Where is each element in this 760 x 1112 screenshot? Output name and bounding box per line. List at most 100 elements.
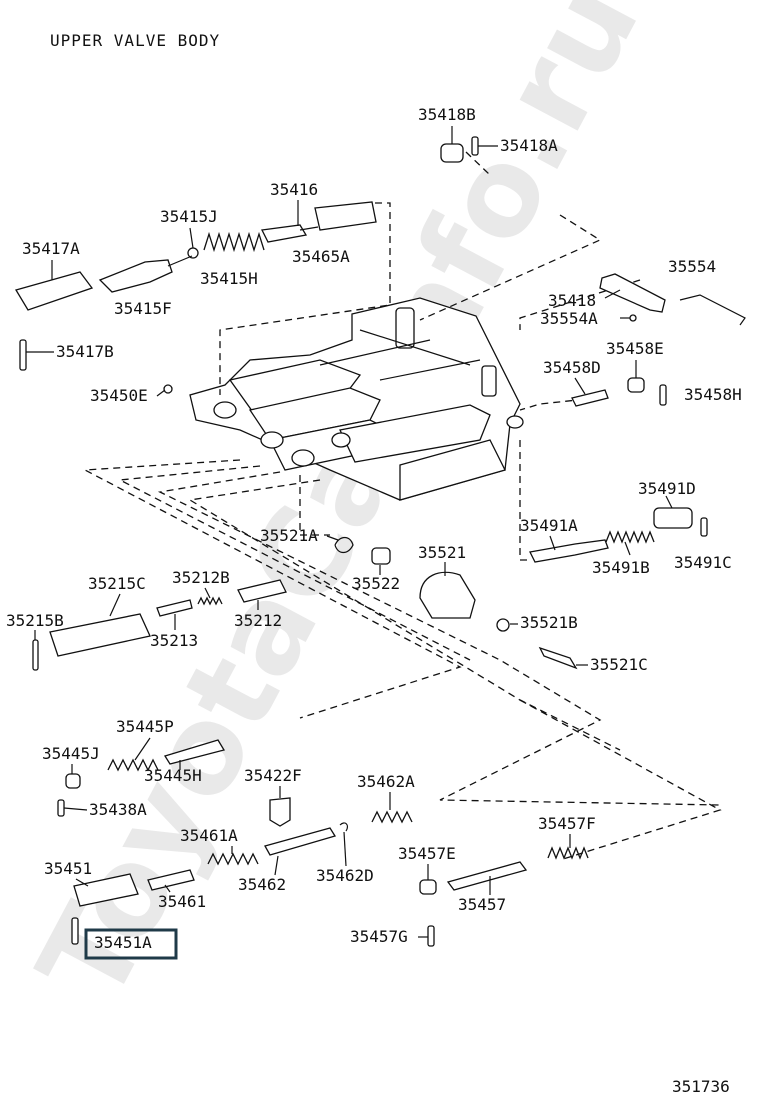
label-35422F: 35422F [244, 766, 302, 785]
part-35457G [427, 925, 435, 947]
label-35461: 35461 [158, 892, 206, 911]
label-35462A: 35462A [357, 772, 415, 791]
label-35418: 35418 [548, 291, 596, 310]
part-35554 [679, 294, 746, 326]
label-35445P: 35445P [116, 717, 174, 736]
valve-body [189, 297, 524, 501]
top-parts [15, 136, 498, 394]
part-35521A [334, 536, 354, 554]
part-35451A [71, 917, 79, 945]
label-35415H: 35415H [200, 269, 258, 288]
label-35215C: 35215C [88, 574, 146, 593]
label-35418B: 35418B [418, 105, 476, 124]
label-35521B: 35521B [520, 613, 578, 632]
label-35451A: 35451A [94, 933, 152, 952]
label-35554A: 35554A [540, 309, 598, 328]
label-35461A: 35461A [180, 826, 238, 845]
part-35415F [98, 259, 173, 293]
part-35491D [653, 507, 693, 529]
part-35418B [440, 143, 464, 163]
label-35450E: 35450E [90, 386, 148, 405]
bottom-parts [57, 739, 589, 947]
part-35215B [32, 639, 39, 671]
part-35212 [237, 579, 287, 603]
part-35418A [471, 136, 479, 156]
label-35554: 35554 [668, 257, 716, 276]
selected-part-highlight[interactable] [84, 928, 178, 960]
label-35445J: 35445J [42, 744, 100, 763]
label-35457E: 35457E [398, 844, 456, 863]
part-35461A [207, 852, 259, 866]
part-35461 [147, 869, 195, 891]
label-35212B: 35212B [172, 568, 230, 587]
part-35457 [446, 861, 528, 891]
part-35450E [163, 384, 173, 394]
part-35417A [15, 271, 94, 311]
part-labels: 35418B 35418A 35416 35415J 35417A 35415H… [6, 105, 742, 952]
part-35465A [314, 201, 377, 231]
label-35465A: 35465A [292, 247, 350, 266]
part-35521 [419, 571, 476, 619]
label-35213: 35213 [150, 631, 198, 650]
label-35522: 35522 [352, 574, 400, 593]
label-35491A: 35491A [520, 516, 578, 535]
label-35491B: 35491B [592, 558, 650, 577]
label-35491C: 35491C [674, 553, 732, 572]
part-35451 [73, 873, 139, 907]
part-35438A [57, 799, 65, 817]
part-35417B [19, 339, 27, 371]
label-35415J: 35415J [160, 207, 218, 226]
part-35445P [107, 758, 159, 772]
label-35458E: 35458E [606, 339, 664, 358]
label-35212: 35212 [234, 611, 282, 630]
part-35462A [371, 810, 413, 824]
part-35521B [496, 618, 510, 632]
diagram-title: UPPER VALVE BODY [50, 31, 220, 50]
part-35445J [65, 773, 81, 789]
label-35457G: 35457G [350, 927, 408, 946]
label-35416: 35416 [270, 180, 318, 199]
figure-id: 351736 [672, 1077, 730, 1096]
part-35213 [156, 599, 193, 617]
label-35462D: 35462D [316, 866, 374, 885]
label-35462: 35462 [238, 875, 286, 894]
part-35521C [538, 646, 578, 670]
part-35458H [659, 384, 667, 406]
label-35521: 35521 [418, 543, 466, 562]
part-35554A [629, 314, 637, 322]
label-35445H: 35445H [144, 766, 202, 785]
label-35418A: 35418A [500, 136, 558, 155]
right-parts [529, 273, 746, 563]
part-35462D [339, 822, 349, 832]
part-35418 [599, 273, 666, 313]
label-leaders [34, 126, 673, 938]
label-35458H: 35458H [684, 385, 742, 404]
label-35521A: 35521A [260, 526, 318, 545]
part-35457F [547, 846, 589, 860]
label-35438A: 35438A [89, 800, 147, 819]
part-35522 [371, 547, 391, 565]
part-35215C [49, 613, 151, 657]
part-35457E [419, 879, 437, 895]
label-35457: 35457 [458, 895, 506, 914]
label-35451: 35451 [44, 859, 92, 878]
label-35491D: 35491D [638, 479, 696, 498]
mid-parts [32, 536, 578, 671]
part-35416 [261, 224, 308, 243]
label-35458D: 35458D [543, 358, 601, 377]
part-35212B [197, 596, 223, 606]
part-35415H [203, 231, 265, 253]
part-35491A [529, 539, 609, 563]
label-35417A: 35417A [22, 239, 80, 258]
part-35422F [269, 797, 291, 827]
part-35462 [264, 827, 337, 856]
label-35457F: 35457F [538, 814, 596, 833]
label-35521C: 35521C [590, 655, 648, 674]
label-35415F: 35415F [114, 299, 172, 318]
label-35215B: 35215B [6, 611, 64, 630]
label-35417B: 35417B [56, 342, 114, 361]
part-35445H [163, 739, 226, 765]
part-35491C [700, 517, 708, 537]
